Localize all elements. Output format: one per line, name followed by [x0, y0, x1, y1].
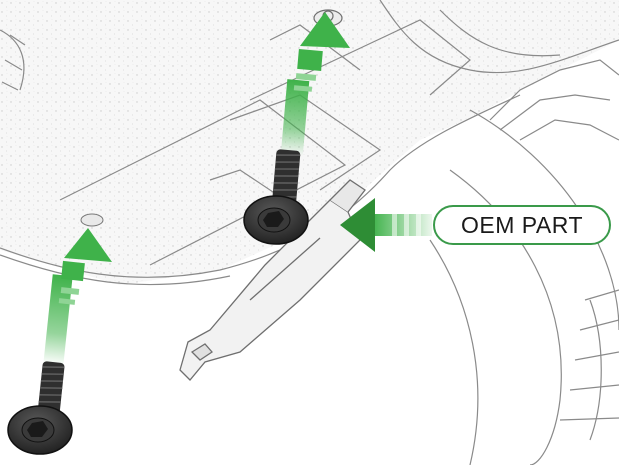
oem-part-callout: OEM PART [433, 205, 611, 245]
flange-bolt-icon [8, 361, 72, 454]
callout-label: OEM PART [461, 212, 583, 239]
mounting-hole-left [81, 214, 103, 226]
